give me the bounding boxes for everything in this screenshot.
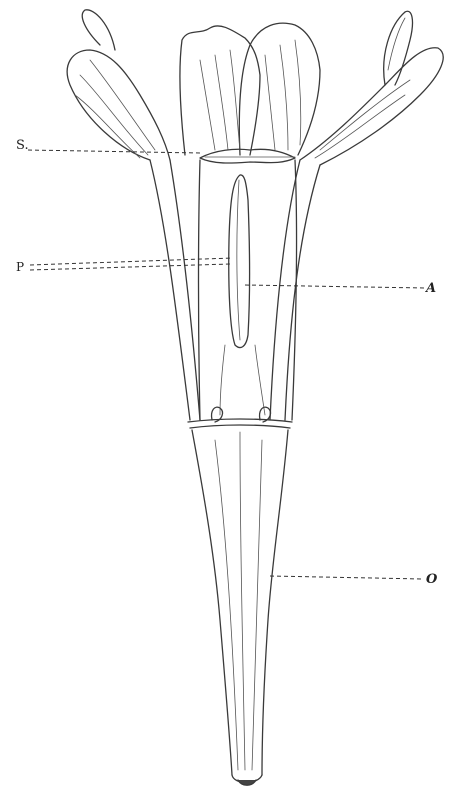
- inner-petals: [180, 23, 320, 155]
- stigma: [200, 149, 295, 163]
- calyx-collar: [188, 419, 292, 428]
- label-p: P: [16, 260, 24, 274]
- leader-a: [245, 285, 425, 288]
- label-o: O: [426, 572, 438, 587]
- anther: [229, 175, 250, 348]
- stamen-bases: [212, 345, 271, 422]
- ovary: [192, 430, 288, 785]
- leader-s: [28, 150, 200, 153]
- label-s: S.: [16, 138, 29, 153]
- leader-o: [270, 576, 423, 579]
- leader-p-2: [30, 264, 230, 270]
- leader-lines: [28, 150, 425, 579]
- label-a: A: [424, 281, 436, 296]
- leader-p: [30, 258, 232, 265]
